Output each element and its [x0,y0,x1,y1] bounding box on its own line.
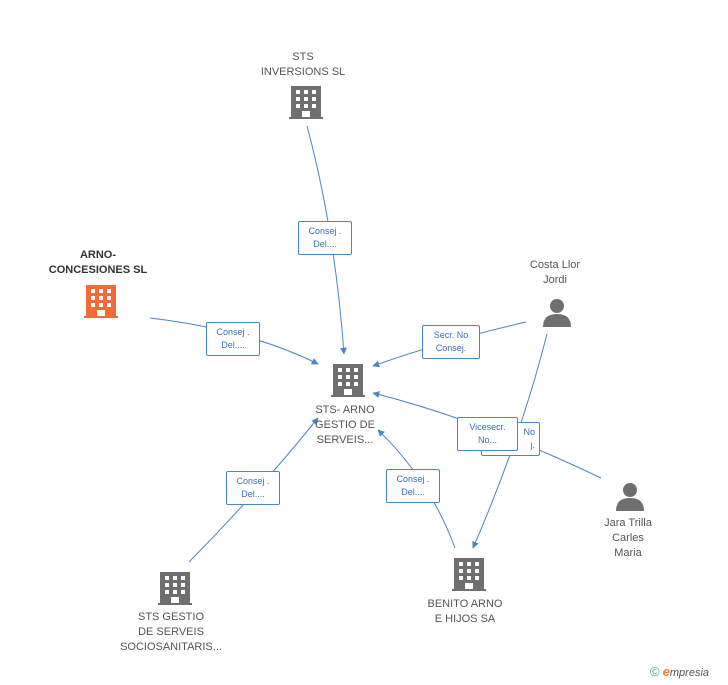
building-focus-icon[interactable] [84,285,118,318]
brand-e: e [662,664,670,679]
node-label-sts-inversions[interactable]: STS INVERSIONS SL [260,51,346,78]
empresia-logo: © empresia [650,664,709,679]
brand-rest: mpresia [669,667,710,679]
node-label-benito-arno[interactable]: BENITO ARNO E HIJOS SA [427,598,503,625]
edge-label-costa-llor-sts-arno[interactable]: Secr. No Consej. [422,325,480,359]
building-icon[interactable] [452,558,486,591]
copyright-symbol: © [650,664,660,679]
edge-label-sts-inversions[interactable]: Consej . Del.... [298,221,352,255]
node-label-sts-gestio[interactable]: STS GESTIO DE SERVEIS SOCIOSANITARIS... [120,611,222,653]
node-label-costa-llor[interactable]: Costa Llor Jordi [529,259,581,286]
node-label-sts-arno[interactable]: STS- ARNO GESTIO DE SERVEIS... [315,404,375,446]
building-icon[interactable] [331,364,365,397]
edge-label-jara-trilla[interactable]: Vicesecr. No... [457,417,518,451]
node-label-arno-concesiones[interactable]: ARNO- CONCESIONES SL [48,249,148,276]
person-icon[interactable] [543,299,571,327]
building-icon[interactable] [289,86,323,119]
edge-label-arno-concesiones[interactable]: Consej . Del.... [206,322,260,356]
node-label-jara-trilla[interactable]: Jara Trilla Carles Maria [604,517,652,559]
edge-label-sts-gestio[interactable]: Consej . Del.... [226,471,280,505]
building-icon[interactable] [158,572,192,605]
person-icon[interactable] [616,483,644,511]
edge-label-benito-arno[interactable]: Consej . Del.... [386,469,440,503]
